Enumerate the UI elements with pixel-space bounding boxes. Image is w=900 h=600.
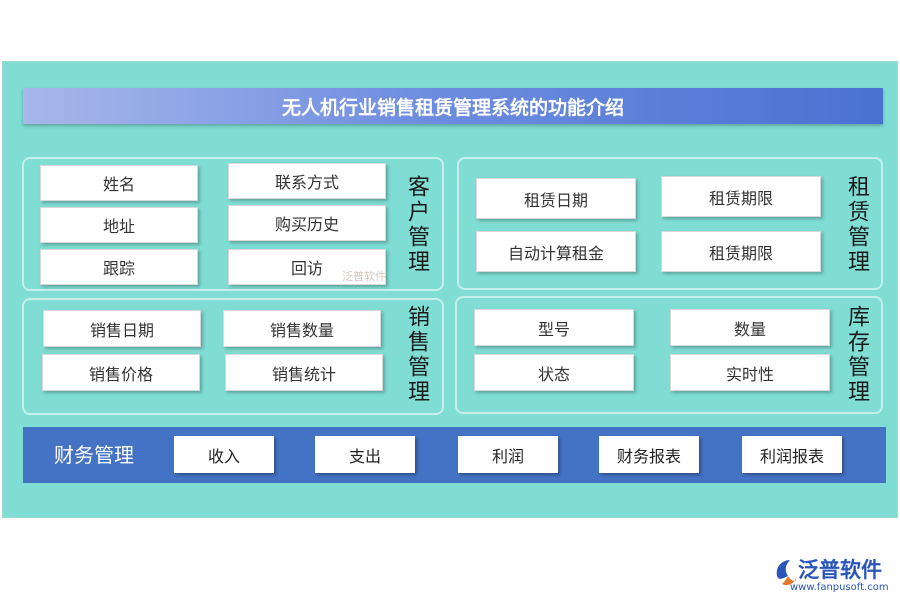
page-title: 无人机行业销售租赁管理系统的功能介绍: [23, 88, 883, 124]
customer-item-revisit: 回访: [228, 249, 386, 285]
inventory-item-quantity: 数量: [670, 309, 830, 346]
brand-name: 泛普软件: [798, 558, 882, 582]
inventory-item-realtime: 实时性: [670, 354, 830, 391]
watermark-text: 泛普软件: [342, 270, 386, 283]
customer-management-label: 客户管理: [404, 175, 429, 275]
finance-item-financial-report: 财务报表: [599, 436, 699, 473]
brand-logo-icon: [776, 560, 797, 586]
brand-url: www.fanpusoft.com: [790, 582, 889, 593]
sales-item-date: 销售日期: [43, 310, 201, 347]
rental-management-group: [457, 157, 883, 290]
inventory-management-group: [455, 296, 883, 414]
sales-item-price: 销售价格: [42, 354, 200, 391]
sales-item-quantity: 销售数量: [223, 310, 381, 347]
watermark: 泛普软件: [342, 268, 386, 284]
rental-management-label: 租赁管理: [844, 175, 869, 275]
inventory-management-label: 库存管理: [844, 305, 869, 405]
customer-management-group: [22, 157, 444, 291]
customer-item-address: 地址: [40, 207, 198, 243]
customer-item-tracking: 跟踪: [40, 249, 198, 285]
rental-item-term-2: 租赁期限: [661, 231, 821, 272]
customer-item-contact: 联系方式: [228, 163, 386, 199]
finance-item-income: 收入: [174, 436, 274, 473]
finance-item-profit: 利润: [458, 436, 558, 473]
sales-management-label: 销售管理: [404, 305, 429, 405]
finance-item-expense: 支出: [315, 436, 415, 473]
inventory-item-status: 状态: [474, 354, 634, 391]
inventory-item-model: 型号: [474, 309, 634, 346]
sales-management-group: [22, 298, 444, 415]
rental-item-term: 租赁期限: [661, 176, 821, 217]
finance-item-profit-report: 利润报表: [742, 436, 842, 473]
rental-item-date: 租赁日期: [476, 178, 636, 219]
finance-management-label: 财务管理: [54, 443, 134, 467]
customer-item-name: 姓名: [40, 165, 198, 201]
sales-item-statistics: 销售统计: [225, 354, 383, 391]
rental-item-auto-rent: 自动计算租金: [476, 231, 636, 272]
customer-item-purchase-history: 购买历史: [228, 205, 386, 241]
